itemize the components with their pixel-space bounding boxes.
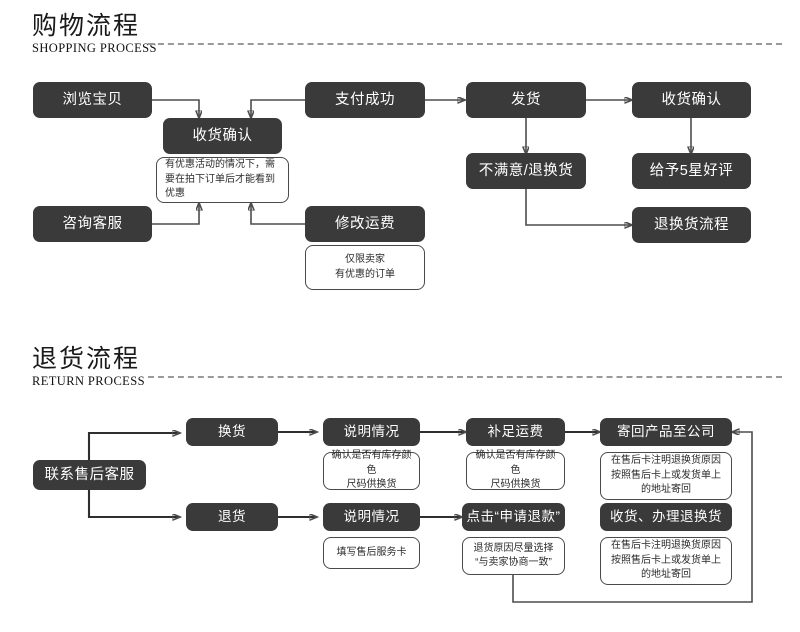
section-title-cn-return: 退货流程 <box>32 344 141 373</box>
node-explain-situation-exchange[interactable]: 说明情况 <box>323 418 420 446</box>
node-label: 收货、办理退换货 <box>610 509 722 525</box>
node-exchange[interactable]: 换货 <box>186 418 278 446</box>
note-line: 确认是否有库存颜色 <box>331 450 412 476</box>
note-line: 按照售后卡上或发货单上 <box>611 554 721 566</box>
node-label: 退货 <box>218 509 246 525</box>
note-receive-address: 在售后卡注明退换货原因 按照售后卡上或发货单上 的地址寄回 <box>600 537 732 585</box>
note-line: 仅限卖家 <box>345 254 385 265</box>
section-title-en-shopping: SHOPPING PROCESS <box>32 41 157 55</box>
node-modify-freight[interactable]: 修改运费 <box>305 206 425 242</box>
note-line: “与卖家协商一致” <box>475 557 552 568</box>
note-line: 按照售后卡上或发货单上 <box>611 469 721 481</box>
node-payment-success[interactable]: 支付成功 <box>305 82 425 118</box>
section-heading-shopping: 购物流程 SHOPPING PROCESS <box>32 11 157 56</box>
note-line: 的地址寄回 <box>641 484 691 496</box>
node-label: 浏览宝贝 <box>62 91 123 108</box>
node-contact-after-sales[interactable]: 联系售后客服 <box>33 460 146 490</box>
node-refund[interactable]: 退货 <box>186 503 278 531</box>
note-line: 尺码供换货 <box>346 479 397 491</box>
node-five-star-review[interactable]: 给予5星好评 <box>632 153 751 189</box>
note-promotion: 有优惠活动的情况下，需 要在拍下订单后才能看到 优惠 <box>156 157 289 203</box>
note-stock-check-freight: 确认是否有库存颜色 尺码供换货 <box>466 450 565 491</box>
node-label: 补足运费 <box>487 424 544 440</box>
node-label: 收货确认 <box>661 91 722 108</box>
node-label: 咨询客服 <box>62 215 123 232</box>
note-line: 在售后卡注明退换货原因 <box>611 455 721 467</box>
node-label: 收货确认 <box>192 127 253 144</box>
section-heading-return: 退货流程 RETURN PROCESS <box>32 344 145 389</box>
note-line: 有优惠活动的情况下，需 <box>165 159 275 171</box>
note-send-back-address: 在售后卡注明退换货原因 按照售后卡上或发货单上 的地址寄回 <box>600 452 732 500</box>
note-line: 尺码供换货 <box>490 479 541 491</box>
node-send-back-to-company[interactable]: 寄回产品至公司 <box>600 418 732 446</box>
node-label: 退换货流程 <box>654 216 729 233</box>
note-line: 确认是否有库存颜色 <box>475 450 556 476</box>
node-extra-freight[interactable]: 补足运费 <box>466 418 565 446</box>
section-title-cn-shopping: 购物流程 <box>32 11 141 40</box>
node-explain-situation-refund[interactable]: 说明情况 <box>323 503 420 531</box>
node-label: 换货 <box>218 424 246 440</box>
note-seller-only: 仅限卖家 有优惠的订单 <box>305 245 425 290</box>
note-stock-check-exchange: 确认是否有库存颜色 尺码供换货 <box>323 450 420 491</box>
note-service-card: 填写售后服务卡 <box>323 537 420 569</box>
note-line: 的地址寄回 <box>641 569 691 581</box>
section-divider-shopping <box>148 43 782 45</box>
section-divider-return <box>148 376 782 378</box>
note-line: 退货原因尽量选择 <box>473 542 554 554</box>
node-apply-refund[interactable]: 点击“申请退款” <box>462 503 565 531</box>
node-label: 说明情况 <box>343 424 400 440</box>
note-line: 优惠 <box>165 188 185 200</box>
node-ship-goods[interactable]: 发货 <box>466 82 586 118</box>
node-receive-and-process[interactable]: 收货、办理退换货 <box>600 503 732 531</box>
node-browse-items[interactable]: 浏览宝贝 <box>33 82 152 118</box>
node-contact-service[interactable]: 咨询客服 <box>33 206 152 242</box>
node-label: 修改运费 <box>335 215 395 232</box>
node-label: 给予5星好评 <box>649 162 734 179</box>
node-label: 不满意/退换货 <box>478 162 574 179</box>
note-line: 填写售后服务卡 <box>336 546 407 558</box>
node-return-exchange-flow[interactable]: 退换货流程 <box>632 207 751 243</box>
note-line: 在售后卡注明退换货原因 <box>611 540 721 552</box>
section-title-en-return: RETURN PROCESS <box>32 374 145 388</box>
node-label: 点击“申请退款” <box>466 509 561 525</box>
node-label: 联系售后客服 <box>44 466 135 483</box>
note-line: 要在拍下订单后才能看到 <box>165 173 275 185</box>
note-refund-reason: 退货原因尽量选择 “与卖家协商一致” <box>462 537 565 575</box>
node-label: 支付成功 <box>335 91 395 108</box>
note-line: 有优惠的订单 <box>335 268 395 280</box>
node-confirm-receipt-left[interactable]: 收货确认 <box>163 118 282 154</box>
node-confirm-receipt-right[interactable]: 收货确认 <box>632 82 751 118</box>
node-label: 发货 <box>511 91 541 108</box>
node-label: 寄回产品至公司 <box>617 424 715 440</box>
node-dissatisfied-return[interactable]: 不满意/退换货 <box>466 153 586 189</box>
node-label: 说明情况 <box>343 509 400 525</box>
